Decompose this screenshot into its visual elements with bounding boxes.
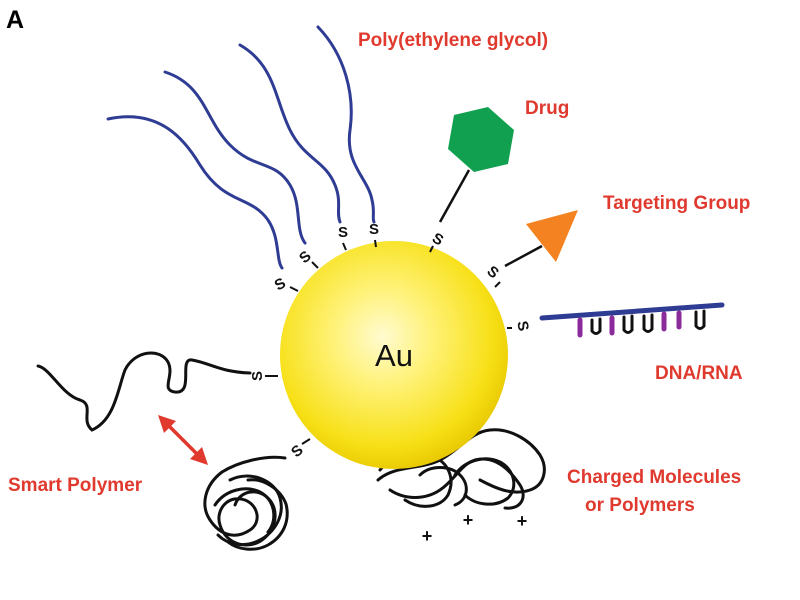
label-peg: Poly(ethylene glycol): [358, 30, 548, 51]
sulfur-label: S: [288, 442, 307, 461]
charge-symbols: + + +: [422, 510, 528, 546]
targeting-linker: [504, 244, 543, 268]
core-label: Au: [375, 338, 413, 373]
positive-charge: +: [463, 510, 474, 530]
dna-strand: [539, 302, 725, 338]
smart-polymer-extended-chain: [36, 351, 252, 432]
dna-bases: [577, 309, 706, 338]
sulfur-label: S: [338, 224, 348, 241]
sulfur-label: S: [513, 320, 531, 333]
double-arrow-icon: [158, 415, 208, 465]
triangle-icon: [526, 210, 578, 262]
dna-backbone: [539, 302, 725, 321]
positive-charge: +: [517, 511, 528, 531]
peg-chains: [106, 25, 376, 270]
sulfur-label: S: [296, 248, 315, 267]
functional-group-labels: Poly(ethylene glycol) Drug Targeting Gro…: [8, 30, 750, 516]
label-targeting: Targeting Group: [603, 193, 750, 214]
sulfur-label: S: [483, 263, 502, 282]
label-drug: Drug: [525, 98, 569, 119]
gold-core: [280, 241, 508, 469]
peg-chain: [238, 43, 342, 224]
peg-chain: [106, 115, 284, 270]
label-dna: DNA/RNA: [655, 363, 743, 384]
hexagon-icon: [448, 107, 514, 172]
sulfur-label: S: [249, 371, 266, 381]
label-smart-polymer: Smart Polymer: [8, 475, 143, 496]
peg-chain: [316, 25, 376, 224]
peg-chain: [163, 70, 307, 245]
surface-bonds: [265, 239, 512, 445]
panel-label: A: [6, 6, 24, 34]
sulfur-label: S: [369, 221, 379, 238]
label-charged-line1: Charged Molecules: [567, 467, 741, 488]
positive-charge: +: [422, 526, 433, 546]
drug-linker: [438, 169, 471, 223]
label-charged-line2: or Polymers: [585, 495, 695, 516]
sulfur-label: S: [272, 275, 289, 295]
smart-polymer-collapsed-coil: [203, 455, 289, 551]
